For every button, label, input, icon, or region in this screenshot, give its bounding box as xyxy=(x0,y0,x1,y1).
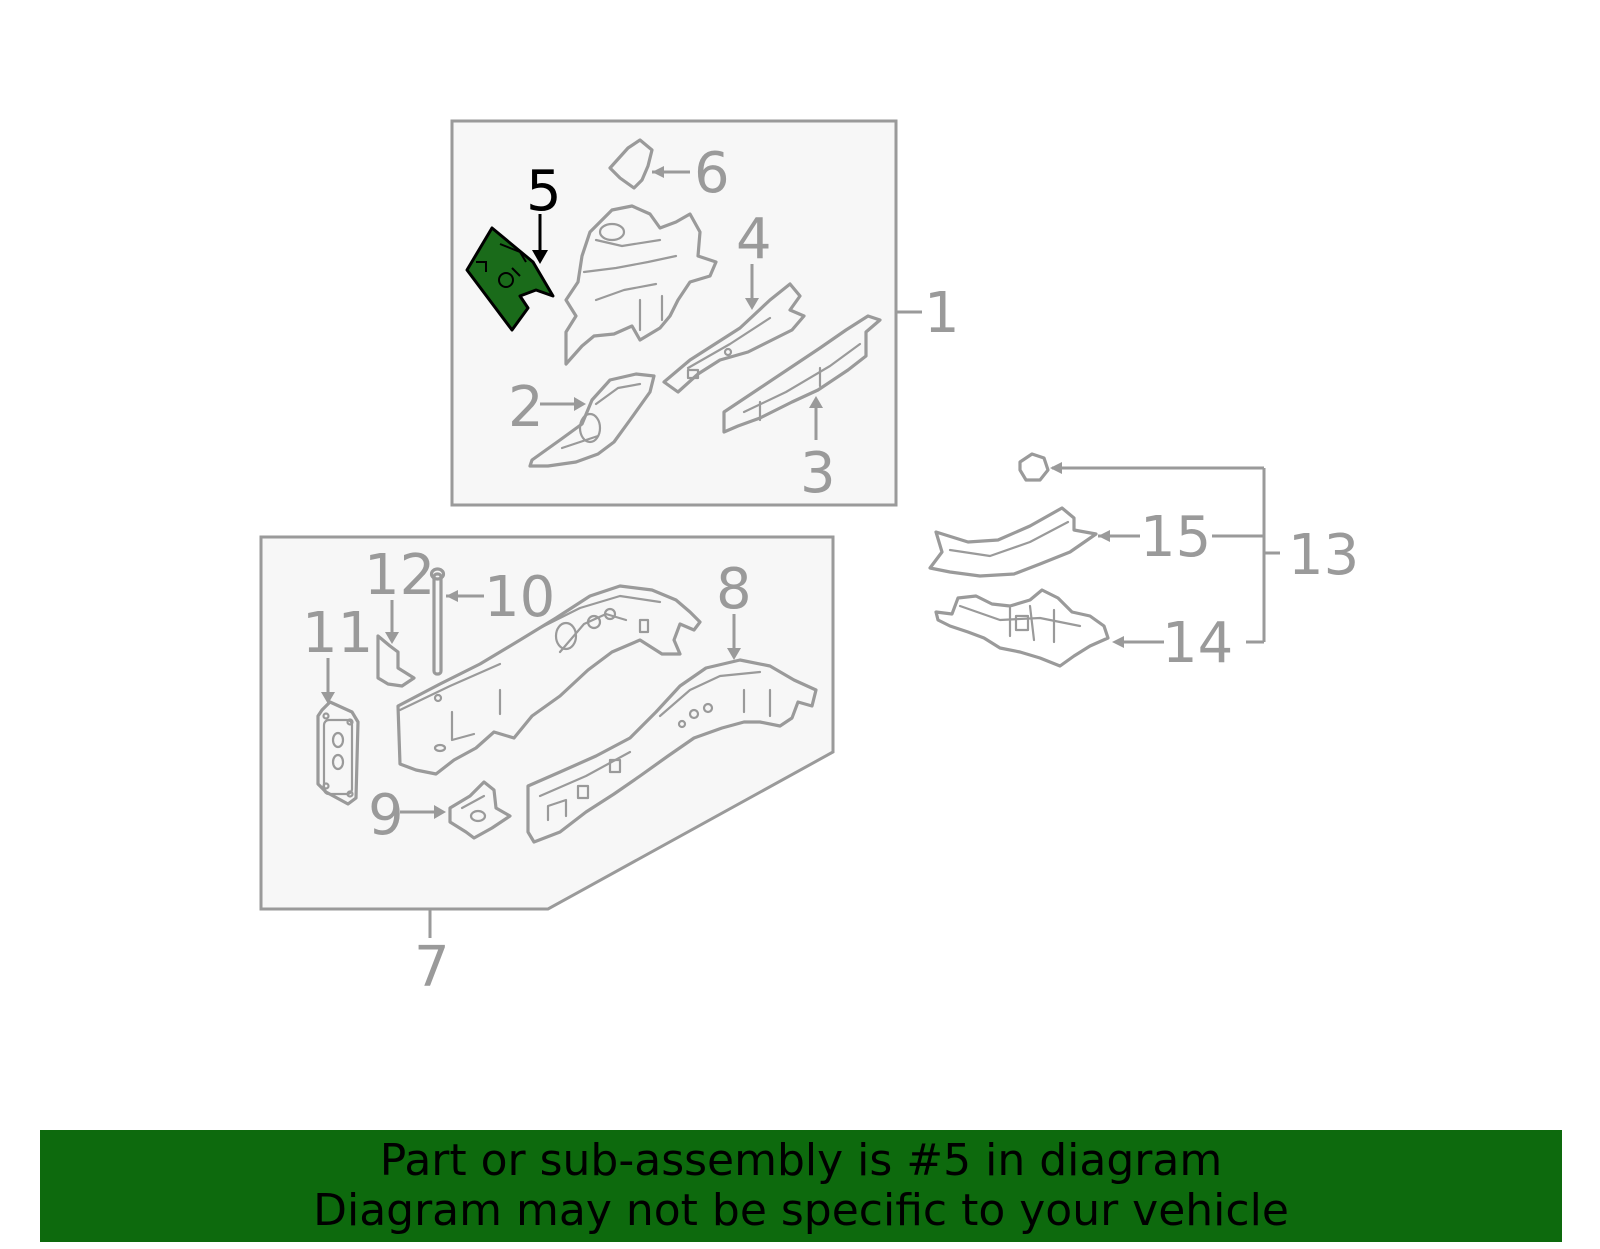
part-15[interactable] xyxy=(928,506,1098,578)
callout-11: 11 xyxy=(302,601,373,666)
part-5-highlighted[interactable] xyxy=(465,226,555,332)
part-6[interactable] xyxy=(608,138,654,190)
part-2[interactable] xyxy=(528,372,656,468)
part-wheelhouse-inner[interactable] xyxy=(564,204,718,366)
part-11[interactable] xyxy=(316,700,360,806)
callout-14: 14 xyxy=(1162,611,1233,676)
callout-5: 5 xyxy=(526,159,562,224)
callout-8: 8 xyxy=(716,557,752,622)
callout-10: 10 xyxy=(484,565,555,630)
callout-15: 15 xyxy=(1140,505,1211,570)
part-3[interactable] xyxy=(722,314,882,434)
callout-12: 12 xyxy=(364,543,435,608)
part-14[interactable] xyxy=(934,588,1110,668)
banner-line-1: Part or sub-assembly is #5 in diagram xyxy=(379,1135,1223,1186)
part-9[interactable] xyxy=(448,780,512,840)
callout-13: 13 xyxy=(1288,523,1359,588)
part-12[interactable] xyxy=(376,634,416,688)
info-banner: Part or sub-assembly is #5 in diagram Di… xyxy=(40,1130,1562,1242)
callout-4: 4 xyxy=(736,207,772,272)
callout-2: 2 xyxy=(508,375,544,440)
banner-line-2: Diagram may not be specific to your vehi… xyxy=(313,1185,1289,1236)
callout-6: 6 xyxy=(694,141,730,206)
part-13-nut[interactable] xyxy=(1018,452,1050,482)
part-10[interactable] xyxy=(429,567,446,676)
callout-9: 9 xyxy=(368,783,404,848)
part-8[interactable] xyxy=(526,658,818,844)
part-4[interactable] xyxy=(662,282,806,394)
callout-1: 1 xyxy=(924,281,960,346)
callout-7: 7 xyxy=(414,935,450,1000)
callout-3: 3 xyxy=(800,441,836,506)
part-rail-inner[interactable] xyxy=(396,584,702,776)
